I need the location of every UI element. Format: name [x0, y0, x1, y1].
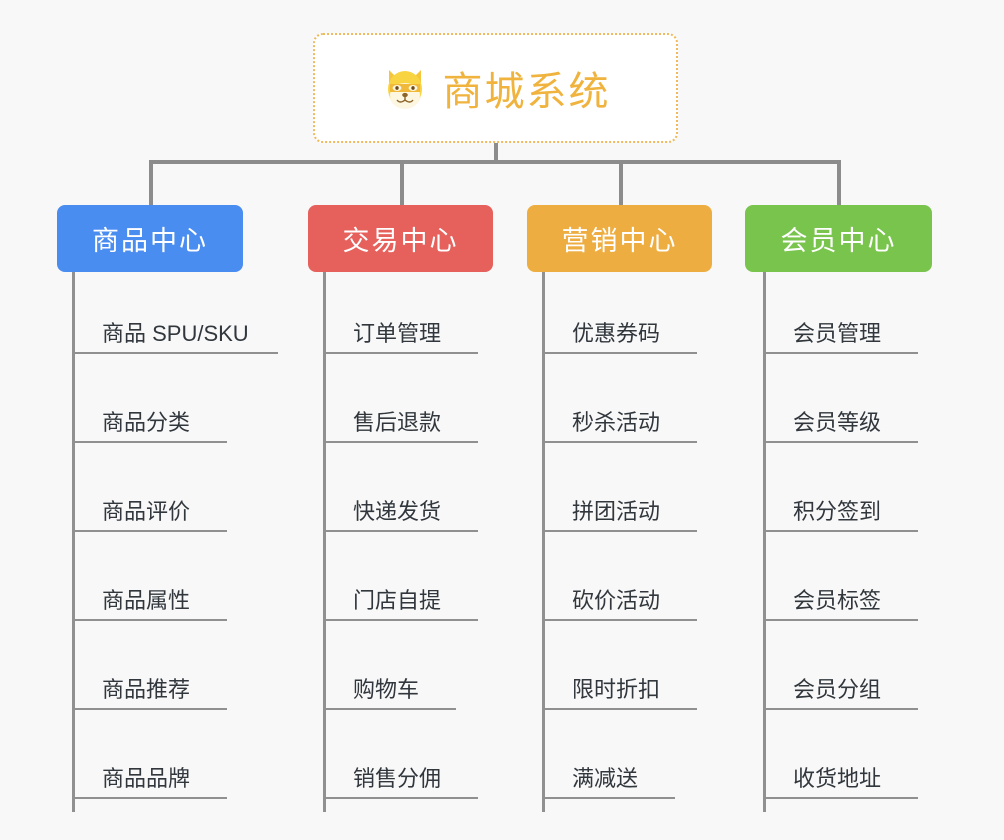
category-label-marketing: 营销中心 — [561, 226, 678, 256]
leaf-label: 商品属性 — [102, 587, 191, 613]
leaf-label: 优惠券码 — [572, 320, 661, 346]
leaf-label: 砍价活动 — [572, 587, 661, 613]
connector-horizontal-bus — [149, 160, 841, 164]
connector-drop-product — [149, 160, 153, 205]
leaf-label: 会员标签 — [793, 587, 882, 613]
leaf-trunk-product — [72, 272, 75, 812]
leaf-item[interactable]: 砍价活动 — [542, 539, 697, 621]
leaf-item[interactable]: 限时折扣 — [542, 628, 697, 710]
category-label-trade: 交易中心 — [342, 226, 459, 256]
leaf-label: 商品推荐 — [102, 676, 191, 702]
leaf-label: 满减送 — [572, 765, 639, 791]
category-box-member[interactable]: 会员中心 — [745, 205, 932, 272]
category-label-member: 会员中心 — [780, 226, 897, 256]
leaf-item[interactable]: 商品分类 — [72, 361, 227, 443]
leaf-item[interactable]: 会员分组 — [763, 628, 918, 710]
category-label-product: 商品中心 — [92, 226, 208, 256]
connector-drop-member — [837, 160, 841, 205]
leaf-item[interactable]: 销售分佣 — [323, 717, 478, 799]
leaf-label: 拼团活动 — [572, 498, 661, 524]
connector-root-stem — [494, 143, 498, 164]
leaf-item[interactable]: 会员标签 — [763, 539, 918, 621]
root-node[interactable]: 商城系统 — [313, 33, 678, 143]
leaf-label: 会员管理 — [793, 320, 882, 346]
leaf-item[interactable]: 会员等级 — [763, 361, 918, 443]
leaf-label: 购物车 — [353, 676, 420, 702]
leaf-trunk-member — [763, 272, 766, 812]
connector-drop-trade — [400, 160, 404, 205]
leaf-label: 订单管理 — [353, 320, 442, 346]
leaf-item[interactable]: 秒杀活动 — [542, 361, 697, 443]
leaf-item[interactable]: 满减送 — [542, 717, 675, 799]
leaf-label: 会员等级 — [793, 409, 882, 435]
category-box-marketing[interactable]: 营销中心 — [527, 205, 712, 272]
leaf-label: 商品品牌 — [102, 765, 191, 791]
leaf-label: 门店自提 — [353, 587, 442, 613]
leaf-label: 商品 SPU/SKU — [102, 320, 249, 346]
leaf-label: 限时折扣 — [572, 676, 661, 702]
leaf-item[interactable]: 售后退款 — [323, 361, 478, 443]
leaf-item[interactable]: 优惠券码 — [542, 272, 697, 354]
leaf-item[interactable]: 收货地址 — [763, 717, 918, 799]
leaf-label: 积分签到 — [793, 498, 882, 524]
leaf-item[interactable]: 商品推荐 — [72, 628, 227, 710]
leaf-label: 商品分类 — [102, 409, 191, 435]
leaf-item[interactable]: 购物车 — [323, 628, 456, 710]
leaf-label: 秒杀活动 — [572, 409, 661, 435]
leaf-label: 售后退款 — [353, 409, 442, 435]
leaf-item[interactable]: 门店自提 — [323, 539, 478, 621]
leaf-item[interactable]: 订单管理 — [323, 272, 478, 354]
leaf-label: 销售分佣 — [353, 765, 442, 791]
leaf-item[interactable]: 商品 SPU/SKU — [72, 272, 278, 354]
leaf-trunk-trade — [323, 272, 326, 812]
leaf-item[interactable]: 积分签到 — [763, 450, 918, 532]
leaf-item[interactable]: 拼团活动 — [542, 450, 697, 532]
leaf-item[interactable]: 快递发货 — [323, 450, 478, 532]
leaf-trunk-marketing — [542, 272, 545, 812]
category-box-product[interactable]: 商品中心 — [57, 205, 243, 272]
category-box-trade[interactable]: 交易中心 — [308, 205, 493, 272]
leaf-item[interactable]: 商品评价 — [72, 450, 227, 532]
connector-drop-marketing — [619, 160, 623, 205]
leaf-item[interactable]: 会员管理 — [763, 272, 918, 354]
leaf-item[interactable]: 商品属性 — [72, 539, 227, 621]
leaf-label: 快递发货 — [353, 498, 442, 524]
leaf-label: 会员分组 — [793, 676, 882, 702]
leaf-label: 收货地址 — [793, 765, 882, 791]
leaf-item[interactable]: 商品品牌 — [72, 717, 227, 799]
leaf-label: 商品评价 — [102, 498, 191, 524]
root-title: 商城系统 — [442, 70, 611, 114]
dog-face-icon — [381, 64, 429, 112]
